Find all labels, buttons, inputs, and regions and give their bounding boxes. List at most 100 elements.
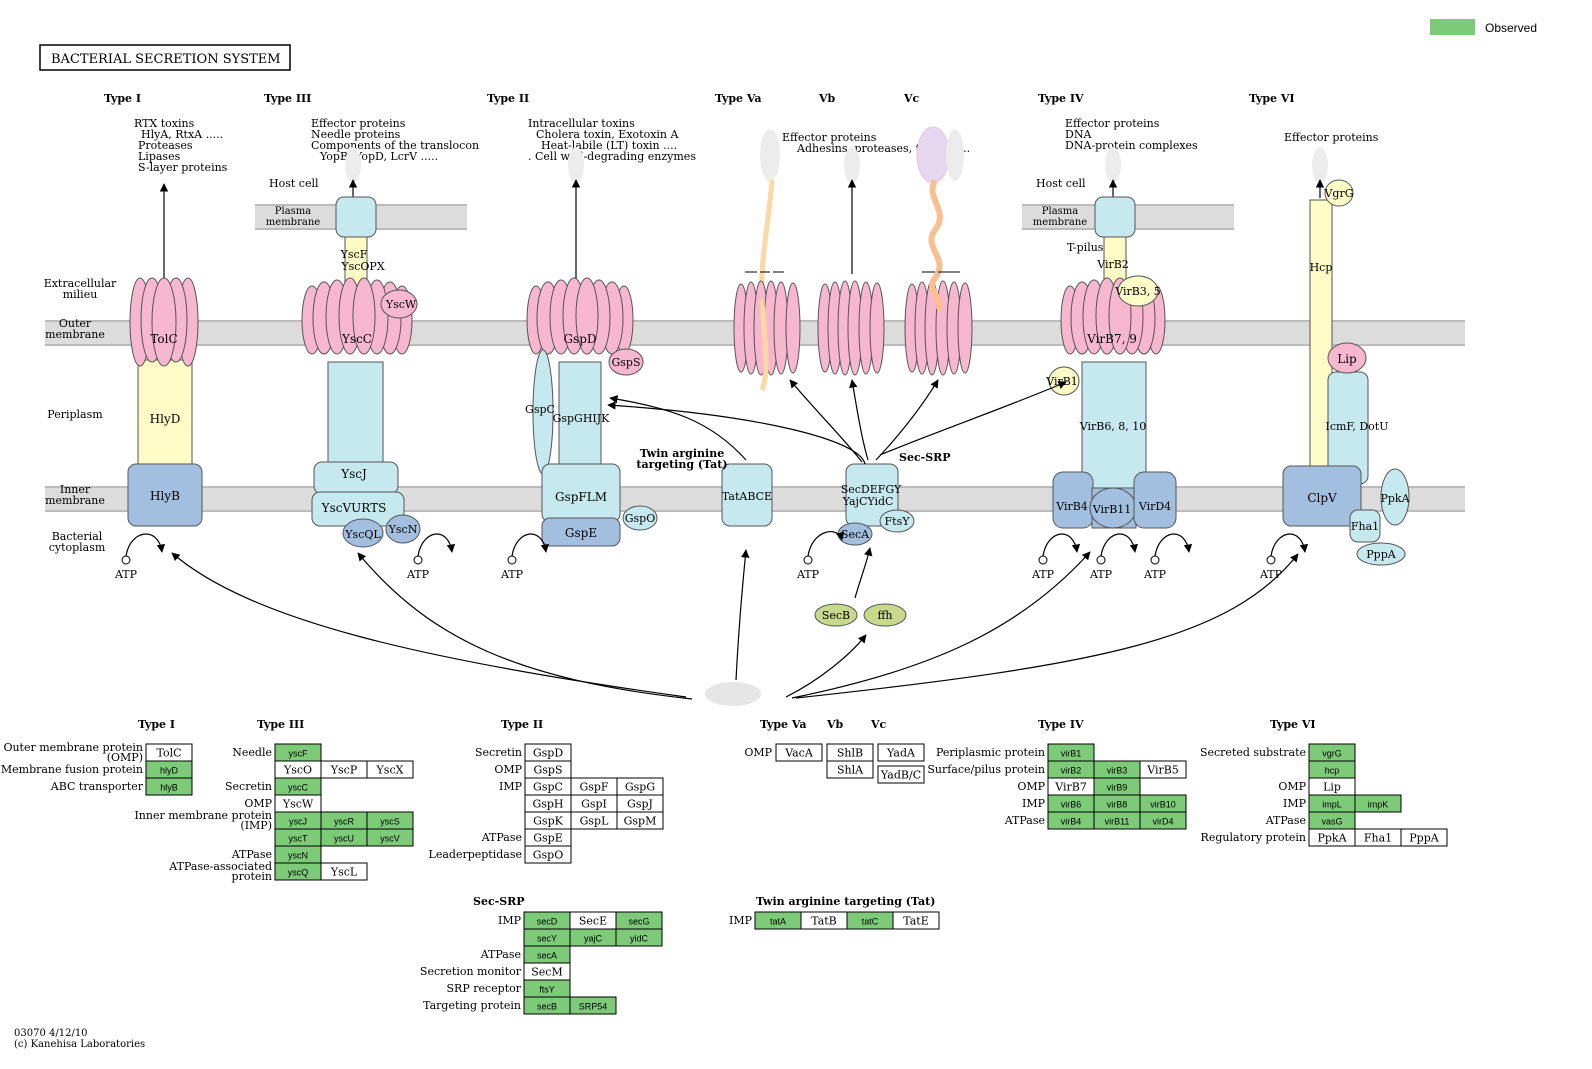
gene-cell-ShlA[interactable]: ShlA: [826, 760, 874, 779]
gene-cell-virB1[interactable]: virB1: [1047, 743, 1095, 762]
gspe-protein[interactable]: [541, 517, 621, 547]
gene-cell-yscN[interactable]: yscN: [274, 845, 322, 864]
gene-cell-YscX[interactable]: YscX: [366, 760, 414, 779]
pppa-protein[interactable]: [1356, 542, 1406, 566]
vgrg-protein[interactable]: [1324, 179, 1354, 207]
gene-cell-YscP[interactable]: YscP: [320, 760, 368, 779]
gene-cell-YscO[interactable]: YscO: [274, 760, 322, 779]
gene-cell-impK[interactable]: impK: [1354, 794, 1402, 813]
gene-cell-TatB[interactable]: TatB: [800, 911, 848, 930]
gene-cell-secA[interactable]: secA: [523, 945, 571, 964]
gene-cell-TolC[interactable]: TolC: [145, 743, 193, 762]
gene-cell-yscV[interactable]: yscV: [366, 828, 414, 847]
type5b-barrel[interactable]: [817, 280, 885, 376]
gene-cell-PpkA[interactable]: PpkA: [1308, 828, 1356, 847]
gene-cell-yscR[interactable]: yscR: [320, 811, 368, 830]
gene-cell-yscQ[interactable]: yscQ: [274, 862, 322, 881]
gene-cell-YscW[interactable]: YscW: [274, 794, 322, 813]
clpv-protein[interactable]: [1282, 465, 1362, 527]
gene-cell-vasG[interactable]: vasG: [1308, 811, 1356, 830]
gene-cell-yajC[interactable]: yajC: [569, 928, 617, 947]
gene-cell-secG[interactable]: secG: [615, 911, 663, 930]
gene-cell-Fha1[interactable]: Fha1: [1354, 828, 1402, 847]
yscn-protein[interactable]: [385, 514, 421, 544]
gene-cell-GspL[interactable]: GspL: [570, 811, 618, 830]
gene-cell-GspO[interactable]: GspO: [524, 845, 572, 864]
gene-cell-VacA[interactable]: VacA: [775, 743, 823, 762]
ppka-protein[interactable]: [1380, 468, 1410, 526]
gene-cell-virB3[interactable]: virB3: [1093, 760, 1141, 779]
gene-cell-yscU[interactable]: yscU: [320, 828, 368, 847]
virb6810-protein[interactable]: [1081, 361, 1147, 489]
gene-cell-virB10[interactable]: virB10: [1139, 794, 1187, 813]
gsps-protein[interactable]: [608, 348, 644, 376]
gene-cell-VirB7[interactable]: VirB7: [1047, 777, 1095, 796]
gene-cell-virB6[interactable]: virB6: [1047, 794, 1095, 813]
gene-cell-virB4[interactable]: virB4: [1047, 811, 1095, 830]
gene-cell-tatA[interactable]: tatA: [754, 911, 802, 930]
secb-protein[interactable]: [814, 603, 858, 627]
gene-cell-ftsY[interactable]: ftsY: [523, 979, 571, 998]
gene-cell-secY[interactable]: secY: [523, 928, 571, 947]
gene-cell-virD4[interactable]: virD4: [1139, 811, 1187, 830]
gene-cell-VirB5[interactable]: VirB5: [1139, 760, 1187, 779]
gene-cell-virB2[interactable]: virB2: [1047, 760, 1095, 779]
gene-cell-YadA[interactable]: YadA: [877, 743, 925, 762]
yscj-protein[interactable]: [327, 361, 384, 473]
yscql-protein[interactable]: [342, 518, 384, 548]
gene-cell-GspK[interactable]: GspK: [524, 811, 572, 830]
type4-translocon[interactable]: [1094, 196, 1136, 238]
gene-cell-yscT[interactable]: yscT: [274, 828, 322, 847]
ftsy-protein[interactable]: [879, 509, 915, 533]
gene-cell-SRP54[interactable]: SRP54: [569, 996, 617, 1015]
gene-cell-YadB/C[interactable]: YadB/C: [877, 765, 925, 784]
gene-cell-GspH[interactable]: GspH: [524, 794, 572, 813]
gene-cell-yscS[interactable]: yscS: [366, 811, 414, 830]
gene-cell-yidC[interactable]: yidC: [615, 928, 663, 947]
gene-cell-TatE[interactable]: TatE: [892, 911, 940, 930]
gene-cell-hlyB[interactable]: hlyB: [145, 777, 193, 796]
gene-cell-tatC[interactable]: tatC: [846, 911, 894, 930]
type5a-barrel[interactable]: [733, 280, 801, 376]
gene-cell-hlyD[interactable]: hlyD: [145, 760, 193, 779]
virb35-protein[interactable]: [1117, 275, 1159, 307]
hlyd-protein[interactable]: [137, 359, 193, 473]
gene-cell-impL[interactable]: impL: [1308, 794, 1356, 813]
gene-cell-Lip[interactable]: Lip: [1308, 777, 1356, 796]
gene-cell-ShlB[interactable]: ShlB: [826, 743, 874, 762]
gene-cell-yscC[interactable]: yscC: [274, 777, 322, 796]
gene-cell-GspS[interactable]: GspS: [524, 760, 572, 779]
gene-cell-virB8[interactable]: virB8: [1093, 794, 1141, 813]
gene-cell-secD[interactable]: secD: [523, 911, 571, 930]
gene-cell-GspM[interactable]: GspM: [616, 811, 664, 830]
gene-cell-GspI[interactable]: GspI: [570, 794, 618, 813]
lip-protein[interactable]: [1327, 342, 1367, 374]
tatabce-protein[interactable]: [721, 463, 773, 527]
gene-cell-virB9[interactable]: virB9: [1093, 777, 1141, 796]
type3-translocon[interactable]: [335, 196, 377, 238]
ffh-protein[interactable]: [863, 603, 907, 627]
tolc-protein[interactable]: [129, 277, 199, 367]
gene-cell-virB11[interactable]: virB11: [1093, 811, 1141, 830]
gene-cell-yscJ[interactable]: yscJ: [274, 811, 322, 830]
gene-cell-yscF[interactable]: yscF: [274, 743, 322, 762]
virb1-protein[interactable]: [1048, 366, 1080, 396]
gene-cell-GspE[interactable]: GspE: [524, 828, 572, 847]
gene-cell-GspF[interactable]: GspF: [570, 777, 618, 796]
yscw-protein[interactable]: [380, 289, 418, 319]
gene-cell-GspD[interactable]: GspD: [524, 743, 572, 762]
gene-cell-SecE[interactable]: SecE: [569, 911, 617, 930]
secdefgy-protein[interactable]: [845, 463, 899, 527]
gene-cell-GspG[interactable]: GspG: [616, 777, 664, 796]
gene-cell-PppA[interactable]: PppA: [1400, 828, 1448, 847]
gene-cell-GspC[interactable]: GspC: [524, 777, 572, 796]
gene-cell-GspJ[interactable]: GspJ: [616, 794, 664, 813]
gene-cell-vgrG[interactable]: vgrG: [1308, 743, 1356, 762]
virD4-protein[interactable]: [1133, 471, 1177, 529]
gene-cell-secB[interactable]: secB: [523, 996, 571, 1015]
fha1-protein[interactable]: [1349, 509, 1381, 543]
gspd-protein[interactable]: [526, 277, 634, 355]
gene-cell-YscL[interactable]: YscL: [320, 862, 368, 881]
gene-cell-SecM[interactable]: SecM: [523, 962, 571, 981]
gene-cell-hcp[interactable]: hcp: [1308, 760, 1356, 779]
